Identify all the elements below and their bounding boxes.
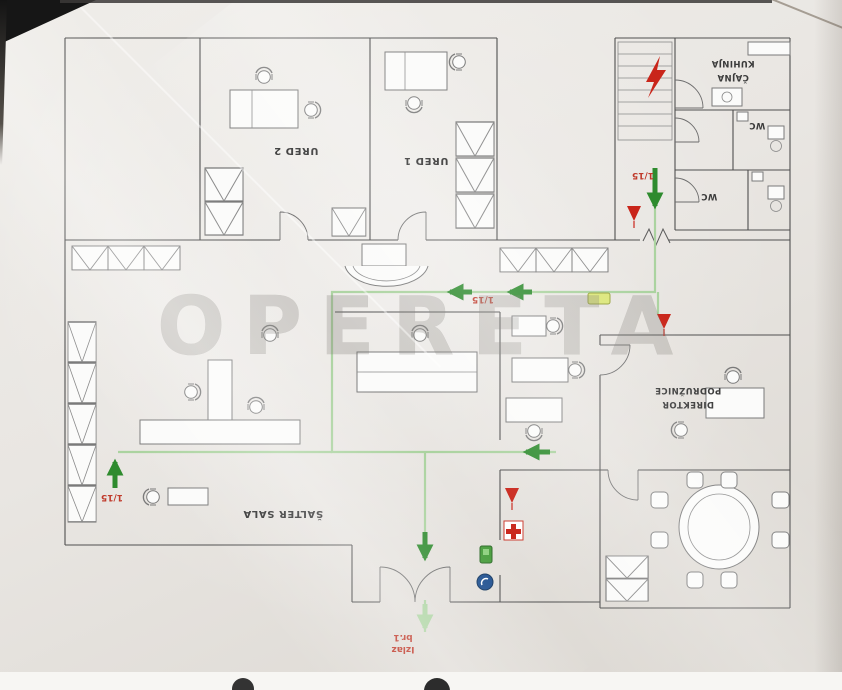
kitchen-fixtures [711, 41, 791, 107]
conference-table [678, 484, 760, 570]
cabinet-icon [331, 207, 367, 237]
cabinet-icon [67, 362, 97, 404]
room-label-wc-lower: WC [701, 191, 717, 201]
blue-round-marker-icon [476, 573, 494, 591]
cabinet-icon [571, 247, 609, 273]
chair-icon [405, 96, 423, 114]
cabinet-icon [455, 193, 495, 229]
conference-furniture [605, 471, 790, 602]
cabinet-icon [605, 555, 649, 579]
chair-icon [650, 491, 669, 509]
desk [511, 357, 569, 383]
fire-extinguisher-icon [657, 314, 671, 336]
chair-icon [247, 396, 265, 414]
reception-counter [361, 243, 407, 267]
chair-icon [771, 531, 790, 549]
salter-sala-furniture [67, 243, 586, 523]
svg-text:KUHINJA: KUHINJA [711, 58, 754, 68]
wc-fixtures [736, 111, 785, 212]
cabinet-icon [499, 247, 537, 273]
chair-icon [686, 471, 704, 489]
route-label-stairs: 1/15 [632, 170, 654, 180]
cabinet-icon [204, 167, 244, 202]
exit-label: Izlaz br.1 [392, 632, 415, 654]
cabinet-icon [204, 201, 244, 236]
chair-icon [686, 571, 704, 589]
counter [139, 419, 301, 445]
reception-counter-arc [344, 265, 429, 287]
desk [505, 397, 563, 423]
chair-icon [255, 66, 273, 84]
room-label-ured2: URED 2 [274, 145, 319, 156]
chair-icon [184, 383, 202, 401]
cabinet-icon [107, 245, 145, 271]
room-label-salter-sala: ŠALTER SALA [243, 508, 323, 521]
green-marker-icon [587, 292, 611, 305]
chair-icon [724, 366, 742, 384]
desk [705, 387, 765, 419]
door-swings [279, 79, 704, 603]
chair-icon [771, 491, 790, 509]
first-aid-icon [503, 520, 524, 541]
room-label-ured1: URED 1 [404, 155, 449, 166]
cabinet-icon [455, 121, 495, 157]
svg-text:ČAJNA: ČAJNA [717, 72, 749, 84]
chair-icon [720, 571, 738, 589]
svg-text:DIREKTOR: DIREKTOR [662, 399, 714, 409]
evacuation-route [106, 168, 664, 632]
cabinet-icon [71, 245, 109, 271]
switch-icon [479, 545, 493, 564]
cabinet-icon [535, 247, 573, 273]
safety-markers [476, 206, 671, 591]
electrical-hazard-icon [646, 56, 666, 98]
route-label-hall: 1/15 [101, 492, 123, 502]
cabinet-icon [605, 578, 649, 602]
walls [64, 37, 791, 609]
ured2-furniture [204, 66, 367, 237]
desk [167, 487, 209, 506]
direktor-furniture [670, 366, 765, 439]
fire-extinguisher-icon [505, 488, 519, 510]
room-label-kitchen: ČAJNA KUHINJA [711, 58, 754, 84]
room-label-direktor: DIREKTOR PODRUŽNICE [655, 385, 721, 409]
chair-icon [650, 531, 669, 549]
cabinet-icon [67, 403, 97, 445]
chair-icon [142, 488, 160, 506]
route-label-corridor: 1/15 [472, 294, 494, 304]
chair-icon [448, 53, 466, 71]
cabinet-icon [67, 321, 97, 363]
ured1-furniture [384, 51, 495, 229]
cabinet-icon [67, 485, 97, 523]
chair-icon [525, 424, 543, 442]
desk [511, 315, 547, 337]
svg-text:PODRUŽNICE: PODRUŽNICE [655, 385, 721, 397]
svg-text:Izlaz: Izlaz [392, 644, 415, 654]
route-line [330, 205, 657, 454]
watermark-text: OPERETA [157, 280, 691, 373]
room-label-wc-upper: WC [749, 120, 765, 130]
fire-extinguisher-icon [627, 206, 641, 228]
cabinet-icon [67, 444, 97, 486]
break-line-symbol [642, 227, 671, 247]
svg-text:br.1: br.1 [393, 632, 412, 642]
chair-icon [670, 421, 688, 439]
staircase [617, 41, 673, 141]
cabinet-icon [455, 157, 495, 193]
chair-icon [720, 471, 738, 489]
cabinet-icon [143, 245, 181, 271]
corridor-cabinets [71, 245, 609, 273]
chair-icon [304, 101, 322, 119]
